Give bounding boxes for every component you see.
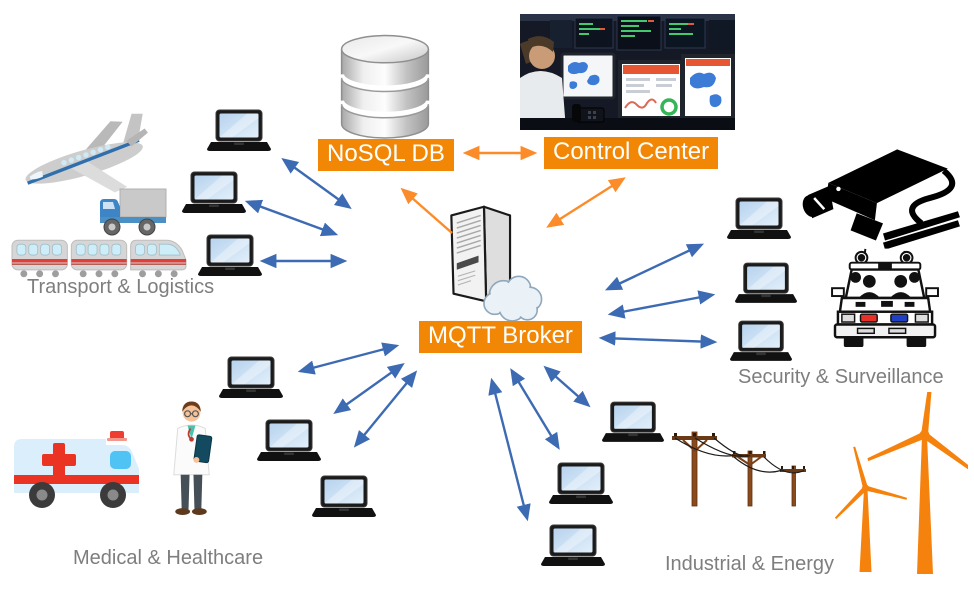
cctv-camera-icon — [802, 142, 964, 249]
power-lines-icon — [668, 424, 826, 510]
nosql-db-label: NoSQL DB — [318, 139, 454, 171]
transport-section-label: Transport & Logistics — [27, 276, 215, 298]
arrow-broker-nosql — [400, 187, 453, 234]
laptop-icon — [207, 109, 271, 153]
arrow-broker-security-laptop-3 — [598, 331, 718, 349]
wind-turbine-icon — [826, 392, 968, 578]
arrow-broker-medical-laptop-2 — [333, 363, 405, 414]
arrow-broker-transport-laptop-2 — [244, 199, 339, 237]
arrow-broker-industrial-laptop-3 — [488, 377, 531, 522]
laptop-icon — [257, 419, 321, 463]
laptop-icon — [198, 234, 262, 278]
laptop-icon — [602, 401, 664, 444]
laptop-icon — [182, 171, 246, 215]
ambulance-icon — [10, 425, 152, 517]
arrow-broker-controlcenter — [546, 177, 626, 228]
laptop-icon — [549, 462, 613, 506]
laptop-icon — [312, 475, 376, 519]
mqtt-broker-label: MQTT Broker — [419, 321, 582, 353]
control-center-label: Control Center — [544, 137, 719, 169]
arrow-broker-security-laptop-1 — [604, 243, 705, 291]
industrial-section-label: Industrial & Energy — [665, 553, 834, 575]
laptop-icon — [727, 197, 791, 241]
arrow-broker-medical-laptop-3 — [353, 370, 418, 448]
security-section-label: Security & Surveillance — [738, 366, 944, 388]
database-icon — [331, 30, 439, 143]
arrow-broker-industrial-laptop-1 — [543, 365, 591, 408]
doctor-icon — [163, 398, 220, 518]
arrow-broker-medical-laptop-1 — [297, 342, 400, 375]
control-room-photo — [520, 14, 735, 130]
medical-section-label: Medical & Healthcare — [73, 547, 264, 569]
laptop-icon — [541, 524, 605, 568]
laptop-icon — [730, 320, 792, 363]
server-icon — [447, 202, 547, 330]
arrow-broker-industrial-laptop-2 — [510, 368, 560, 450]
truck-icon — [97, 186, 169, 238]
police-car-icon — [827, 247, 945, 349]
laptop-icon — [219, 356, 283, 400]
laptop-icon — [735, 262, 797, 305]
arrow-broker-security-laptop-2 — [607, 290, 716, 319]
